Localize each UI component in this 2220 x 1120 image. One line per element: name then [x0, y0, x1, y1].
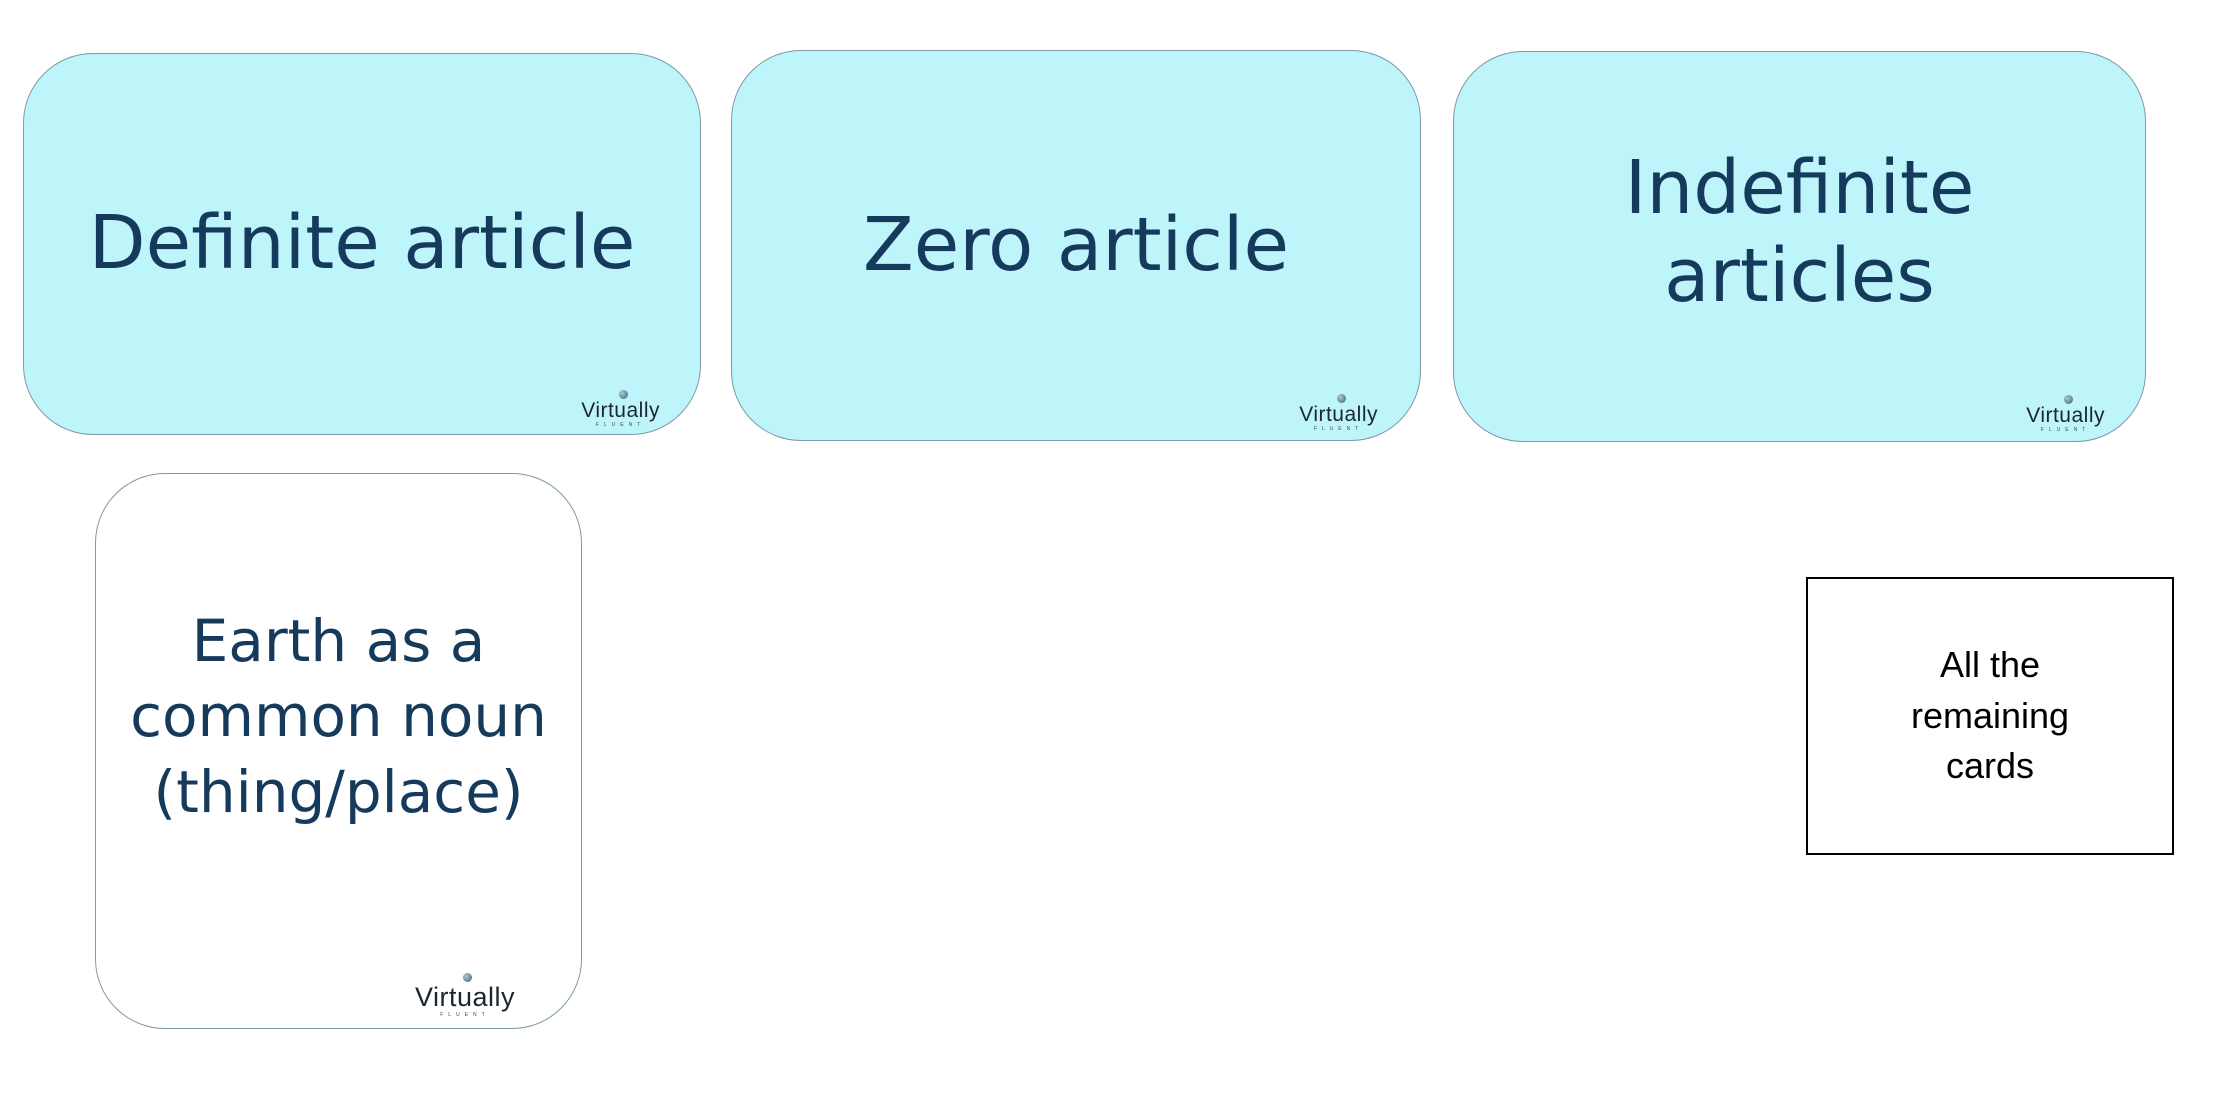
card-label: Indefinite articles: [1624, 145, 1975, 319]
card-label: Definite article: [88, 200, 636, 287]
card-indefinite-articles[interactable]: Indefinite articles Virtually FLUENT: [1453, 51, 2146, 442]
remaining-cards-pile[interactable]: All the remaining cards: [1806, 577, 2174, 855]
card-definite-article[interactable]: Definite article Virtually FLUENT: [23, 53, 701, 435]
virtually-fluent-logo-icon: Virtually FLUENT: [2026, 395, 2105, 433]
logo-globe-icon: [619, 390, 629, 399]
logo-globe-icon: [2064, 395, 2074, 404]
logo-globe-icon: [462, 973, 472, 982]
virtually-fluent-logo-icon: Virtually FLUENT: [414, 973, 515, 1018]
virtually-fluent-logo-icon: Virtually FLUENT: [581, 390, 660, 428]
remaining-cards-label: All the remaining cards: [1910, 644, 2070, 787]
logo-word: Virtually: [414, 982, 515, 1012]
logo-word: Virtually: [1299, 403, 1378, 426]
card-earth-common-noun[interactable]: Earth as a common noun (thing/place) Vir…: [95, 473, 582, 1029]
logo-subtext: FLUENT: [595, 422, 646, 428]
card-label: Zero article: [863, 201, 1289, 288]
logo-subtext: FLUENT: [1313, 426, 1364, 432]
logo-subtext: FLUENT: [2040, 427, 2091, 433]
card-zero-article[interactable]: Zero article Virtually FLUENT: [731, 50, 1421, 441]
logo-subtext: FLUENT: [440, 1012, 490, 1018]
logo-word: Virtually: [581, 399, 660, 422]
card-label: Earth as a common noun (thing/place): [130, 606, 547, 826]
logo-word: Virtually: [2026, 404, 2105, 427]
virtually-fluent-logo-icon: Virtually FLUENT: [1299, 394, 1378, 432]
logo-globe-icon: [1337, 394, 1347, 403]
